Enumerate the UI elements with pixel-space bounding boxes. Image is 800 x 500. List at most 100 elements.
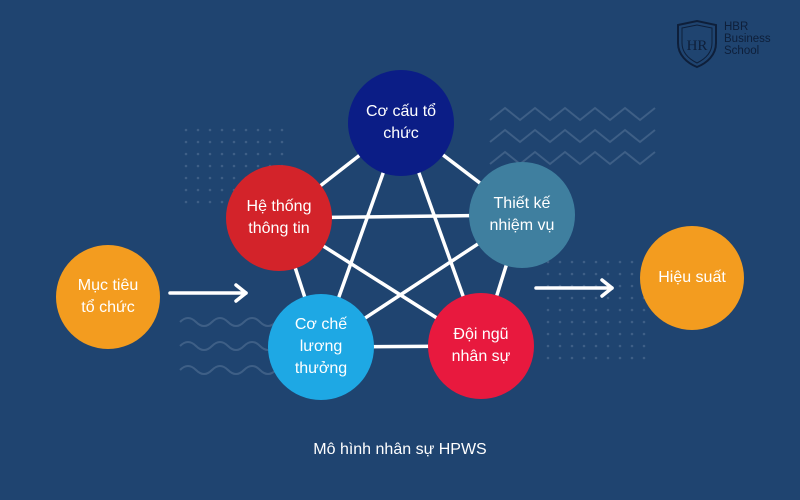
decor-dot [196, 164, 200, 168]
decor-dot [630, 260, 634, 264]
decor-dot [594, 320, 598, 324]
decor-dot [558, 260, 562, 264]
decor-dot [570, 272, 574, 276]
decor-dot [618, 296, 622, 300]
node-label: nhiệm vụ [489, 217, 555, 234]
decor-dot [208, 128, 212, 132]
decor-dot [582, 296, 586, 300]
decor-dot [618, 272, 622, 276]
decor-dot [606, 272, 610, 276]
decor-dot [196, 128, 200, 132]
decor-dot [642, 356, 646, 360]
decor-dot [232, 128, 236, 132]
node-label: chức [383, 125, 419, 142]
decor-dot [184, 128, 188, 132]
decor-dot [630, 308, 634, 312]
decor-dot [594, 344, 598, 348]
decor-dot [594, 356, 598, 360]
decor-dot [618, 356, 622, 360]
decor-dot [606, 260, 610, 264]
decor-dot [232, 176, 236, 180]
decor-dot [244, 140, 248, 144]
decor-dot [570, 320, 574, 324]
diagram-caption: Mô hình nhân sự HPWS [313, 441, 487, 458]
decor-dot [582, 308, 586, 312]
decor-dot [606, 320, 610, 324]
decor-dot [558, 356, 562, 360]
decor-dot [184, 152, 188, 156]
decor-dot [558, 332, 562, 336]
node-label: Hệ thống [246, 198, 312, 215]
decor-dot [268, 152, 272, 156]
decor-dot [184, 188, 188, 192]
node-label: thông tin [248, 220, 310, 237]
decor-dot [208, 152, 212, 156]
node-label: Đội ngũ [453, 326, 509, 343]
decor-dot [642, 332, 646, 336]
decor-dot [256, 152, 260, 156]
decor-dot [244, 164, 248, 168]
decor-dot [642, 320, 646, 324]
decor-dot [280, 152, 284, 156]
decor-dot [582, 356, 586, 360]
decor-dot [642, 344, 646, 348]
decor-dot [570, 260, 574, 264]
decor-dot [184, 176, 188, 180]
decor-dot [546, 272, 550, 276]
decor-dot [606, 344, 610, 348]
decor-dot [220, 128, 224, 132]
decor-dot [618, 320, 622, 324]
decor-dot [208, 176, 212, 180]
decor-dot [232, 164, 236, 168]
decor-dot [570, 332, 574, 336]
decor-dot [618, 284, 622, 288]
decor-dot [244, 152, 248, 156]
decor-dot [208, 188, 212, 192]
decor-dot [184, 164, 188, 168]
decor-dot [570, 356, 574, 360]
node-staff-team: Đội ngũ nhân sự [428, 293, 534, 399]
shield-icon: HR [677, 19, 717, 69]
decor-dot [546, 344, 550, 348]
decor-dot [570, 308, 574, 312]
decor-dot [268, 140, 272, 144]
decor-dot [630, 332, 634, 336]
node-label: tổ chức [81, 299, 135, 316]
decor-dot [256, 140, 260, 144]
decor-dot [232, 152, 236, 156]
decor-dot [546, 320, 550, 324]
decor-dot [630, 284, 634, 288]
decor-dot [220, 176, 224, 180]
decor-dot [280, 128, 284, 132]
zigzag-pattern [489, 106, 656, 166]
decor-dot [582, 260, 586, 264]
node-information-system: Hệ thống thông tin [226, 165, 332, 271]
decor-dot [594, 332, 598, 336]
decor-dot [196, 188, 200, 192]
decor-dot [558, 308, 562, 312]
decor-dot [208, 200, 212, 204]
decor-dot [618, 308, 622, 312]
decor-dot [606, 308, 610, 312]
decor-dot [606, 296, 610, 300]
decor-dot [594, 272, 598, 276]
decor-dot [582, 272, 586, 276]
decor-dot [582, 344, 586, 348]
decor-dot [256, 128, 260, 132]
decor-dot [618, 260, 622, 264]
decor-dot [268, 128, 272, 132]
decor-dot [196, 200, 200, 204]
decor-dot [558, 296, 562, 300]
decor-dot [630, 356, 634, 360]
decor-dot [244, 128, 248, 132]
decor-dot [184, 140, 188, 144]
decor-dot [184, 200, 188, 204]
logo-line: Business [724, 33, 771, 45]
decor-dot [582, 320, 586, 324]
decor-dot [630, 272, 634, 276]
node-label: Hiệu suất [658, 269, 726, 286]
node-label: nhân sự [451, 348, 511, 365]
